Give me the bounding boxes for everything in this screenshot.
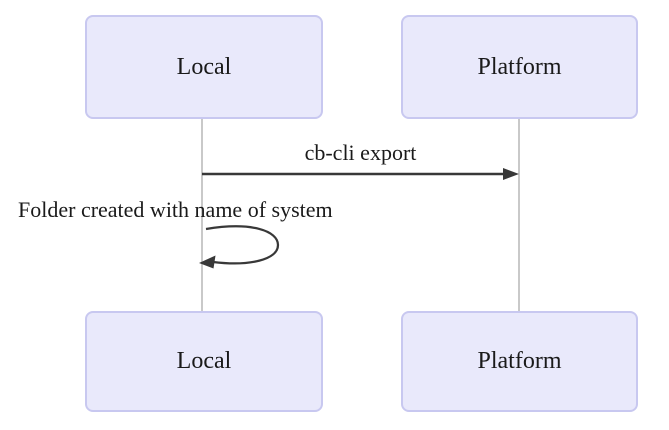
message-label-export: cb-cli export xyxy=(304,140,417,165)
actor-label-platform-top: Platform xyxy=(477,53,562,80)
actor-box-local-bottom: Local xyxy=(85,311,323,412)
actor-box-platform-bottom: Platform xyxy=(401,311,638,412)
message-arrowhead-icon xyxy=(503,168,519,180)
lifeline-platform xyxy=(518,119,520,311)
actor-label-local-bottom: Local xyxy=(176,348,232,374)
actor-box-platform-top: Platform xyxy=(401,15,638,119)
lifeline-local xyxy=(201,119,203,311)
actor-label-local-top: Local xyxy=(176,53,232,80)
message-label-folder-created: Folder created with name of system xyxy=(18,197,333,222)
actor-box-local-top: Local xyxy=(85,15,323,119)
actor-label-platform-bottom: Platform xyxy=(477,348,562,374)
self-loop-path xyxy=(205,225,280,265)
